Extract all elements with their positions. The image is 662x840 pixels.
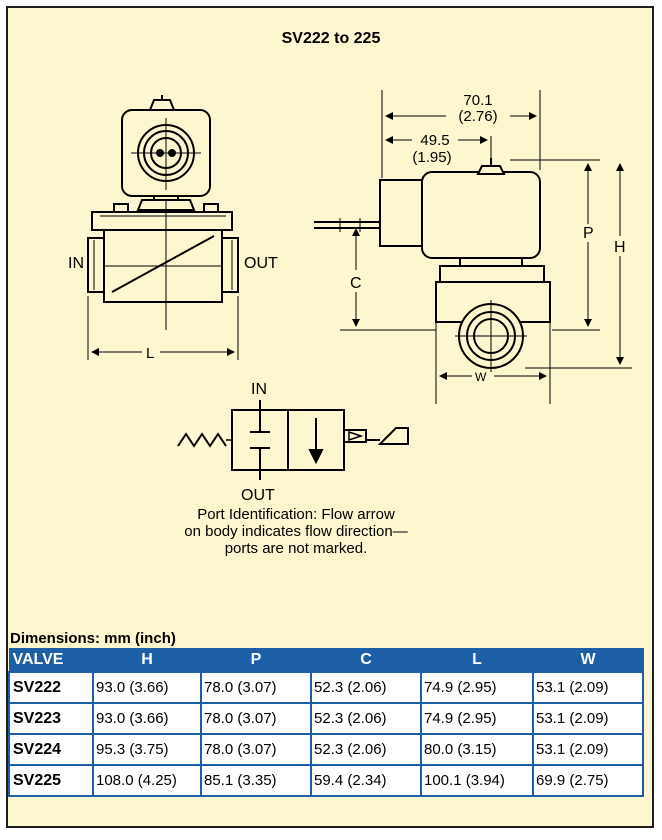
schematic-out-label: OUT	[241, 487, 275, 504]
table-header-row: VALVE H P C L W	[8, 648, 644, 673]
side-view-drawing	[314, 90, 632, 404]
dimension-c-label: C	[350, 275, 362, 292]
dimension-w-label: W	[475, 370, 487, 384]
note-line: ports are not marked.	[224, 540, 368, 557]
value-c: 52.3 (2.06)	[310, 702, 422, 735]
dimension-l-label: L	[146, 345, 154, 362]
dimension-49-inch: (1.95)	[412, 149, 451, 166]
dimension-h-label: H	[614, 239, 626, 256]
value-p: 78.0 (3.07)	[200, 671, 312, 704]
value-c: 52.3 (2.06)	[310, 733, 422, 766]
header-h: H	[92, 648, 202, 673]
valve-model: SV225	[8, 764, 94, 797]
table-row: SV224 95.3 (3.75) 78.0 (3.07) 52.3 (2.06…	[8, 733, 644, 766]
table-row: SV223 93.0 (3.66) 78.0 (3.07) 52.3 (2.06…	[8, 702, 644, 735]
valve-model: SV224	[8, 733, 94, 766]
value-h: 93.0 (3.66)	[92, 702, 202, 735]
value-p: 85.1 (3.35)	[200, 764, 312, 797]
value-h: 108.0 (4.25)	[92, 764, 202, 797]
value-c: 52.3 (2.06)	[310, 671, 422, 704]
valve-drawings: IN OUT L	[68, 90, 632, 504]
valve-model: SV223	[8, 702, 94, 735]
value-c: 59.4 (2.34)	[310, 764, 422, 797]
in-port-label: IN	[68, 255, 84, 272]
value-h: 93.0 (3.66)	[92, 671, 202, 704]
port-identification-note: Port Identification: Flow arrow on body …	[148, 506, 444, 557]
note-line: on body indicates flow direction—	[184, 523, 408, 540]
table-row: SV222 93.0 (3.66) 78.0 (3.07) 52.3 (2.06…	[8, 671, 644, 704]
value-w: 53.1 (2.09)	[532, 671, 644, 704]
valve-schematic-symbol	[177, 400, 409, 480]
value-p: 78.0 (3.07)	[200, 733, 312, 766]
page-title: SV222 to 225	[281, 30, 381, 47]
value-l: 74.9 (2.95)	[420, 671, 534, 704]
header-c: C	[310, 648, 422, 673]
out-port-label: OUT	[244, 255, 278, 272]
value-w: 53.1 (2.09)	[532, 702, 644, 735]
dimensions-table: VALVE H P C L W SV222 93.0 (3.66) 78.0 (…	[8, 648, 644, 797]
table-row: SV225 108.0 (4.25) 85.1 (3.35) 59.4 (2.3…	[8, 764, 644, 797]
dimension-70-inch: (2.76)	[458, 108, 497, 125]
dimensions-heading: Dimensions: mm (inch)	[10, 630, 176, 647]
dimension-p-label: P	[583, 225, 594, 242]
value-h: 95.3 (3.75)	[92, 733, 202, 766]
value-w: 53.1 (2.09)	[532, 733, 644, 766]
dimension-70-mm: 70.1	[463, 92, 492, 109]
valve-model: SV222	[8, 671, 94, 704]
note-line: Port Identification: Flow arrow	[197, 506, 395, 523]
value-l: 80.0 (3.15)	[420, 733, 534, 766]
front-view-drawing	[87, 95, 239, 360]
dimension-49-mm: 49.5	[420, 132, 449, 149]
value-l: 74.9 (2.95)	[420, 702, 534, 735]
header-l: L	[420, 648, 534, 673]
schematic-in-label: IN	[251, 381, 267, 398]
value-p: 78.0 (3.07)	[200, 702, 312, 735]
header-p: P	[200, 648, 312, 673]
value-l: 100.1 (3.94)	[420, 764, 534, 797]
value-w: 69.9 (2.75)	[532, 764, 644, 797]
header-valve: VALVE	[8, 648, 94, 673]
header-w: W	[532, 648, 644, 673]
